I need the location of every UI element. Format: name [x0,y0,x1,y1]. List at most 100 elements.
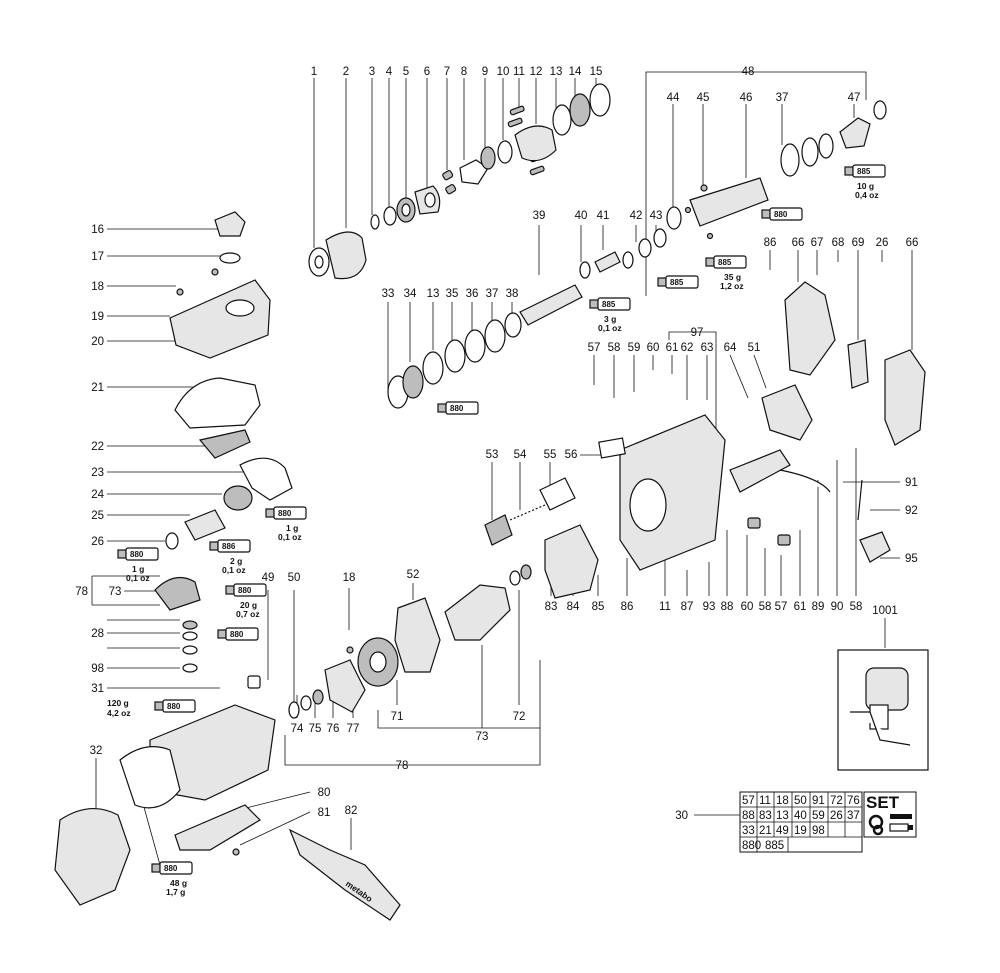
svg-text:2 g: 2 g [230,556,242,566]
leader-lines [91,71,913,866]
set-cell: 49 [776,825,789,837]
callout: 26 [91,536,104,548]
callout: 60 [647,342,660,354]
svg-text:1,2 oz: 1,2 oz [720,281,744,291]
part-24-gear [223,485,253,511]
callout: 57 [588,342,601,354]
callout: 2 [343,66,349,78]
grease-tube: 885 3 g 0,1 oz [589,297,631,333]
grease-tube: 880 [217,627,259,641]
grease-tube: 885 10 g 0,4 oz [844,164,886,200]
svg-text:885: 885 [718,258,732,267]
callout: 75 [309,723,322,735]
callout: 47 [848,92,861,104]
callout: 50 [288,572,301,584]
part-25 [184,509,226,541]
callout: 23 [91,467,104,479]
svg-text:0,1 oz: 0,1 oz [126,573,150,583]
callout: 45 [697,92,710,104]
svg-text:885: 885 [670,278,684,287]
svg-text:880: 880 [278,509,292,518]
set-cell: 21 [759,825,772,837]
part-49 [247,675,261,689]
part-84-stator [544,524,599,599]
part-52-bearing-flange [394,597,441,673]
grease-tube: 880 [437,401,479,415]
parts-artwork: metabo [54,83,929,921]
svg-text:1 g: 1 g [286,523,298,533]
callout: 31 [91,683,104,695]
set-cell: 91 [812,795,825,807]
tube-icon [889,814,913,832]
grease-tube: 886 2 g 0,1 oz [209,539,251,575]
callout: 37 [486,288,499,300]
callout: 59 [628,342,641,354]
callout: 64 [724,342,737,354]
part-8-plate [459,159,489,185]
callout: 40 [575,210,588,222]
callout: 14 [569,66,582,78]
set-cell: 50 [794,795,807,807]
callout: 26 [876,237,889,249]
set-cell: 76 [847,795,860,807]
part-20-cover [169,279,271,359]
callout: 76 [327,723,340,735]
set-cell: 98 [812,825,825,837]
callout: 66 [792,237,805,249]
svg-text:880: 880 [230,630,244,639]
part-47 [839,117,871,149]
callout: 77 [347,723,360,735]
set-cell: 18 [776,795,789,807]
grease-tube: 880 48 g 1,7 g [151,861,193,897]
callout: 36 [466,288,479,300]
part-82-handle [288,828,401,921]
callout: 5 [403,66,409,78]
callout: 68 [832,237,845,249]
callout: 73 [109,586,122,598]
callout: 32 [90,745,103,757]
callout: 84 [567,601,580,613]
grease-tube: 880 1 g 0,1 oz [265,506,307,542]
part-77-bearing [324,659,366,713]
callout: 22 [91,441,104,453]
callout: 85 [592,601,605,613]
callout: 56 [565,449,578,461]
callout: 67 [811,237,824,249]
callout: 35 [446,288,459,300]
svg-text:1 g: 1 g [132,564,144,574]
callout: 37 [776,92,789,104]
callout: 15 [590,66,603,78]
svg-text:0,4 oz: 0,4 oz [855,190,879,200]
grease-tubes: 880 885 10 g 0,4 oz 880 885 35 g 1,2 oz [107,164,886,897]
callout: 95 [905,553,918,565]
callout-labels: 1 2 3 4 5 6 7 8 9 10 11 12 13 14 15 48 4… [75,66,918,822]
callout: 58 [850,601,863,613]
callout: 24 [91,489,104,501]
svg-text:48 g: 48 g [170,878,187,888]
callout: 91 [905,477,918,489]
callout: 58 [608,342,621,354]
callout: 12 [530,66,543,78]
set-cell: 83 [759,810,772,822]
svg-text:880: 880 [130,550,144,559]
callout: 51 [748,342,761,354]
grease-tube: 885 [657,275,699,289]
callout: 78 [75,586,88,598]
part-95-plug [859,531,891,563]
svg-text:886: 886 [222,542,236,551]
callout: 19 [91,311,104,323]
part-16-cap [214,211,246,237]
set-cell: 880 [742,840,761,852]
set-cell: 37 [847,810,860,822]
svg-text:885: 885 [857,167,871,176]
wrench-icon [868,814,884,836]
callout: 61 [794,601,807,613]
callout: 42 [630,210,643,222]
callout: 52 [407,569,420,581]
callout: 60 [741,601,754,613]
set-emblem: SET [863,791,917,838]
callout: 48 [742,66,755,78]
callout: 80 [318,787,331,799]
callout: 25 [91,510,104,522]
